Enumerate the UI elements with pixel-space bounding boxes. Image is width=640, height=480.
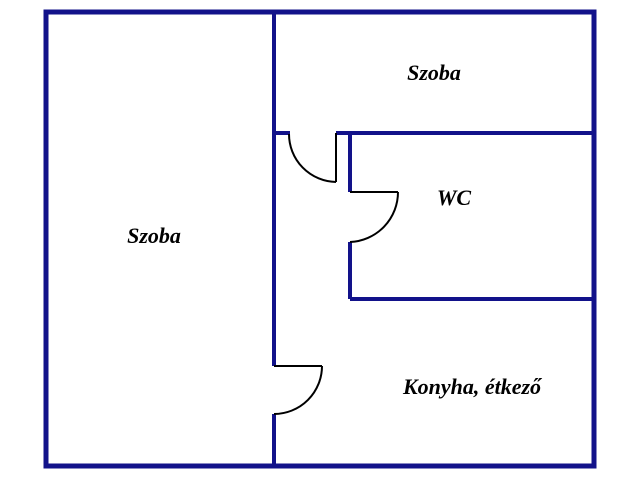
room-label-wc: WC [437, 185, 472, 210]
door-swing-wc [349, 191, 400, 243]
room-label-left: Szoba [127, 223, 181, 248]
door-swing-top-room [288, 133, 337, 183]
room-label-kitchen: Konyha, étkező [402, 374, 543, 399]
room-label-top-right: Szoba [407, 60, 461, 85]
outer-wall [43, 9, 597, 469]
door-swing-left-room [273, 365, 323, 415]
